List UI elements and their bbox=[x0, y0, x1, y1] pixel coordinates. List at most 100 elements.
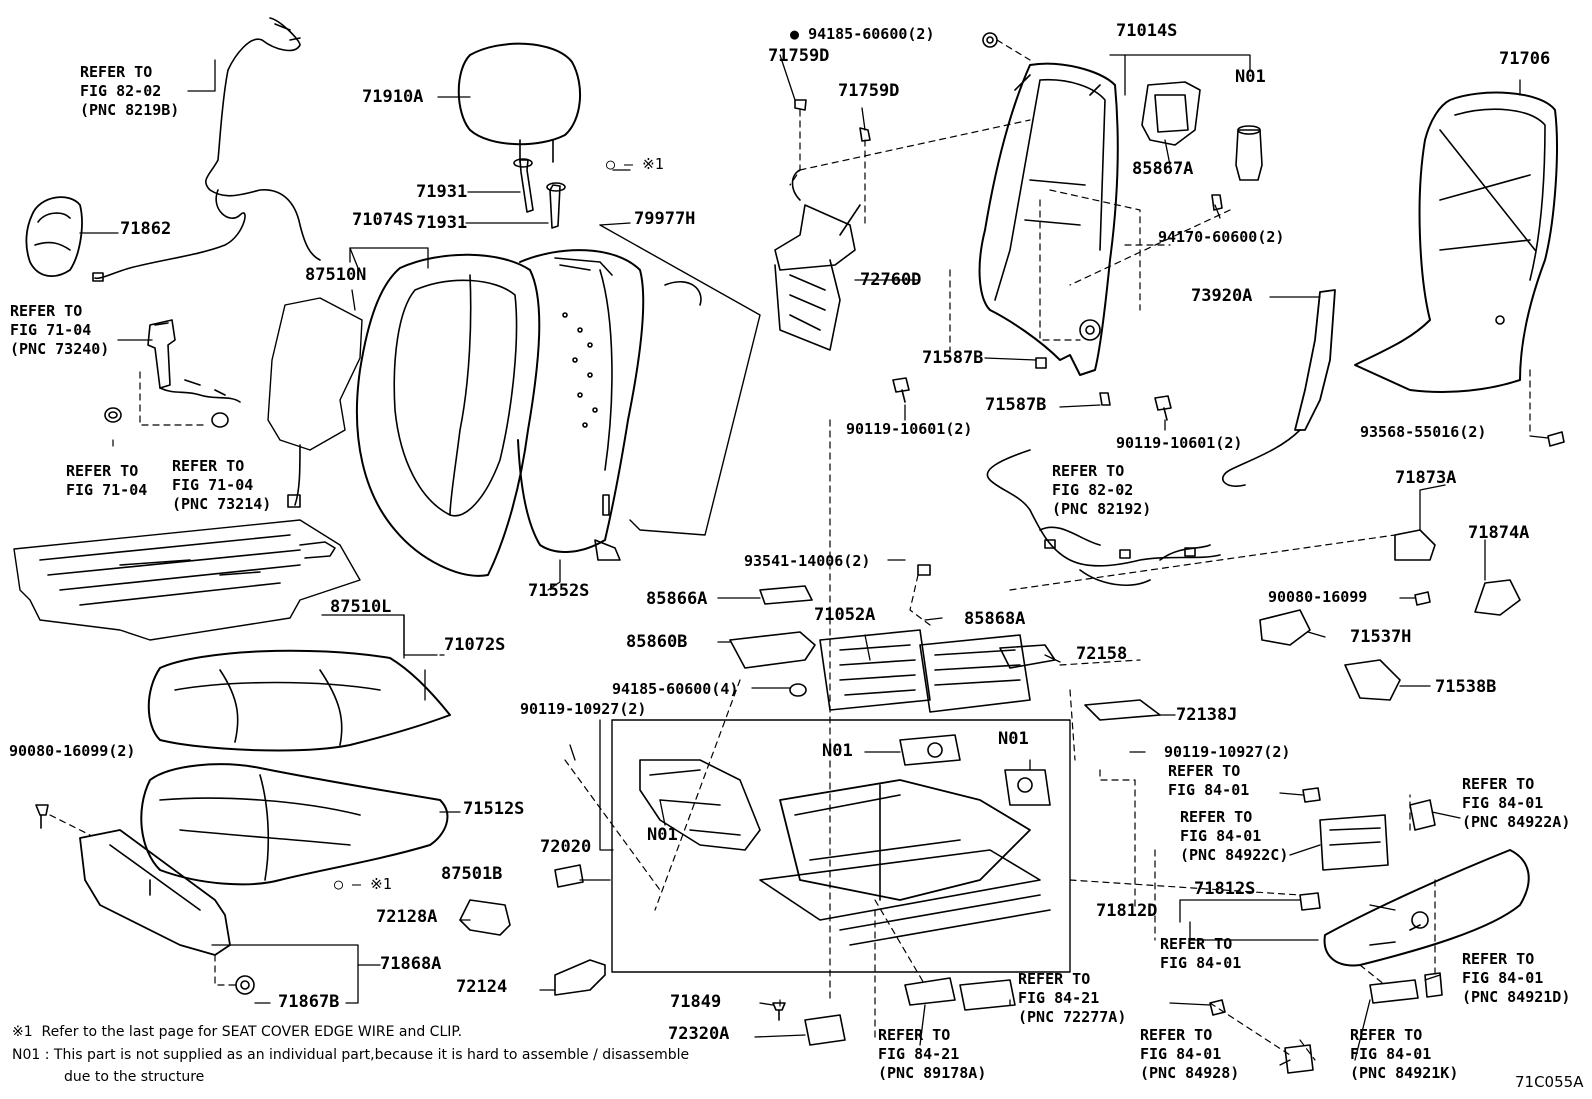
refer-fig-71-04: REFER TO FIG 71-04 bbox=[66, 462, 148, 499]
label-71868A: 71868A bbox=[380, 954, 442, 974]
label-71867B: 71867B bbox=[278, 992, 340, 1012]
label-71052A: 71052A bbox=[814, 605, 876, 625]
label-87501B: 87501B bbox=[441, 864, 503, 884]
label-72138J: 72138J bbox=[1176, 705, 1238, 725]
label-N01-upper: N01 bbox=[1235, 67, 1266, 87]
recliner-motor-drawing bbox=[982, 32, 1263, 211]
note-seat-cover-edge-wire: ※1 Refer to the last page for SEAT COVER… bbox=[12, 1024, 463, 1040]
seatback-board-drawing bbox=[599, 224, 761, 536]
label-71812D: 71812D bbox=[1096, 901, 1158, 921]
label-79977H: 79977H bbox=[634, 209, 696, 229]
label-N01-harness: N01 bbox=[647, 825, 678, 845]
label-N01-lifter-motor: N01 bbox=[998, 729, 1029, 749]
label-71552S: 71552S bbox=[528, 581, 590, 601]
front-trim-drawing bbox=[79, 829, 231, 956]
label-87510L: 87510L bbox=[330, 597, 392, 617]
buckle-drawing bbox=[104, 319, 241, 428]
refer-fig-71-04-pnc-73240: REFER TO FIG 71-04 (PNC 73240) bbox=[10, 302, 110, 358]
label-73920A: 73920A bbox=[1191, 286, 1253, 306]
seatback-cover-drawing bbox=[517, 249, 645, 561]
refer-fig-71-04-pnc-73214: REFER TO FIG 71-04 (PNC 73214) bbox=[172, 457, 272, 513]
seat-mechanism-parts-drawing bbox=[729, 564, 1161, 721]
refer-fig-82-02-pnc-82192: REFER TO FIG 82-02 (PNC 82192) bbox=[1052, 462, 1152, 518]
right-brackets-drawing bbox=[1259, 529, 1521, 701]
label-71862: 71862 bbox=[120, 219, 172, 239]
seatback-cushion-drawing bbox=[355, 253, 541, 577]
headrest-guide-drawing bbox=[513, 158, 566, 229]
refer-fig-84-01-pnc-84922C: REFER TO FIG 84-01 (PNC 84922C) bbox=[1180, 808, 1289, 864]
seat-heater-mat-drawing bbox=[13, 519, 361, 641]
label-93541-14006-2: 93541-14006(2) bbox=[744, 552, 871, 570]
label-x1-lower: ○ — ※1 bbox=[334, 875, 392, 893]
label-90119-10601-left: 90119-10601(2) bbox=[846, 420, 973, 438]
label-72158: 72158 bbox=[1076, 644, 1128, 664]
label-71538B: 71538B bbox=[1435, 677, 1497, 697]
label-72320A: 72320A bbox=[668, 1024, 730, 1044]
label-N01-seat-motor: N01 bbox=[822, 741, 853, 761]
label-71512S: 71512S bbox=[463, 799, 525, 819]
lumbar-support-drawing bbox=[774, 99, 871, 351]
headrest-drawing bbox=[457, 42, 582, 163]
label-85866A: 85866A bbox=[646, 589, 708, 609]
note-n01-not-supplied: N01 : This part is not supplied as an in… bbox=[12, 1047, 690, 1063]
label-90080-16099-2: 90080-16099(2) bbox=[9, 742, 136, 760]
label-93568-55016-2: 93568-55016(2) bbox=[1360, 423, 1487, 441]
refer-fig-84-01-bolt: REFER TO FIG 84-01 bbox=[1168, 762, 1250, 799]
label-90119-10601-right: 90119-10601(2) bbox=[1116, 434, 1243, 452]
refer-fig-84-01-lower: REFER TO FIG 84-01 bbox=[1160, 935, 1242, 972]
seat-wire-harness-drawing bbox=[986, 449, 1221, 586]
bolts-upper-drawing bbox=[892, 357, 1172, 421]
label-90119-10927-left: 90119-10927(2) bbox=[520, 700, 647, 718]
refer-fig-84-21-pnc-89178A: REFER TO FIG 84-21 (PNC 89178A) bbox=[878, 1026, 987, 1082]
label-71910A: 71910A bbox=[362, 87, 424, 107]
refer-fig-84-01-pnc-84922A: REFER TO FIG 84-01 (PNC 84922A) bbox=[1462, 775, 1571, 831]
leader-lines bbox=[79, 54, 1549, 1066]
lower-center-parts-drawing bbox=[772, 977, 1016, 1046]
upper-wire-harness-drawing bbox=[92, 17, 321, 282]
label-71706: 71706 bbox=[1499, 49, 1551, 69]
figure-code: 71C055A bbox=[1515, 1073, 1584, 1091]
label-71759D-left: 71759D bbox=[768, 46, 830, 66]
refer-fig-82-02-upper: REFER TO FIG 82-02 (PNC 8219B) bbox=[80, 63, 180, 119]
label-90119-10927-right: 90119-10927(2) bbox=[1164, 743, 1291, 761]
label-71849: 71849 bbox=[670, 992, 722, 1012]
label-85867A: 85867A bbox=[1132, 159, 1194, 179]
seat-adjuster-drawing bbox=[611, 719, 1071, 973]
note-n01-structure: due to the structure bbox=[64, 1069, 205, 1085]
label-71873A: 71873A bbox=[1395, 468, 1457, 488]
label-72128A: 72128A bbox=[376, 907, 438, 927]
seat-cushion-cover-drawing bbox=[140, 763, 449, 886]
label-85868A: 85868A bbox=[964, 609, 1026, 629]
label-71812S: 71812S bbox=[1194, 879, 1256, 899]
label-71072S: 71072S bbox=[444, 635, 506, 655]
label-71931-lower: 71931 bbox=[416, 213, 468, 233]
label-71587B-lower: 71587B bbox=[985, 395, 1047, 415]
left-fasteners-drawing bbox=[35, 804, 606, 996]
label-x1-upper: ○ — ※1 bbox=[606, 155, 664, 173]
label-71014S: 71014S bbox=[1116, 21, 1178, 41]
side-airbag-drawing bbox=[1222, 289, 1336, 487]
label-72760D: 72760D bbox=[860, 270, 922, 290]
label-71587B-upper: 71587B bbox=[922, 348, 984, 368]
label-87510N: 87510N bbox=[305, 265, 367, 285]
label-72124: 72124 bbox=[456, 977, 508, 997]
shoulder-cover-drawing bbox=[25, 196, 83, 277]
rear-board-drawing bbox=[1354, 91, 1565, 447]
label-71537H: 71537H bbox=[1350, 627, 1412, 647]
seat-cushion-drawing bbox=[147, 649, 451, 752]
label-71074S: 71074S bbox=[352, 210, 414, 230]
label-71874A: 71874A bbox=[1468, 523, 1530, 543]
label-94170-60600-2: 94170-60600(2) bbox=[1158, 228, 1285, 246]
refer-fig-84-01-pnc-84921D: REFER TO FIG 84-01 (PNC 84921D) bbox=[1462, 950, 1571, 1006]
seatback-pad-drawing bbox=[267, 297, 363, 508]
label-94185-60600-4: 94185-60600(4) bbox=[612, 680, 739, 698]
label-94185-60600-2: ● 94185-60600(2) bbox=[790, 25, 935, 43]
refer-fig-84-01-pnc-84921K: REFER TO FIG 84-01 (PNC 84921K) bbox=[1350, 1026, 1459, 1082]
label-71931-upper: 71931 bbox=[416, 182, 468, 202]
label-90080-16099: 90080-16099 bbox=[1268, 588, 1368, 606]
seatback-frame-drawing bbox=[978, 62, 1119, 376]
label-72020: 72020 bbox=[540, 837, 592, 857]
right-dashed-lines bbox=[654, 39, 1531, 1061]
